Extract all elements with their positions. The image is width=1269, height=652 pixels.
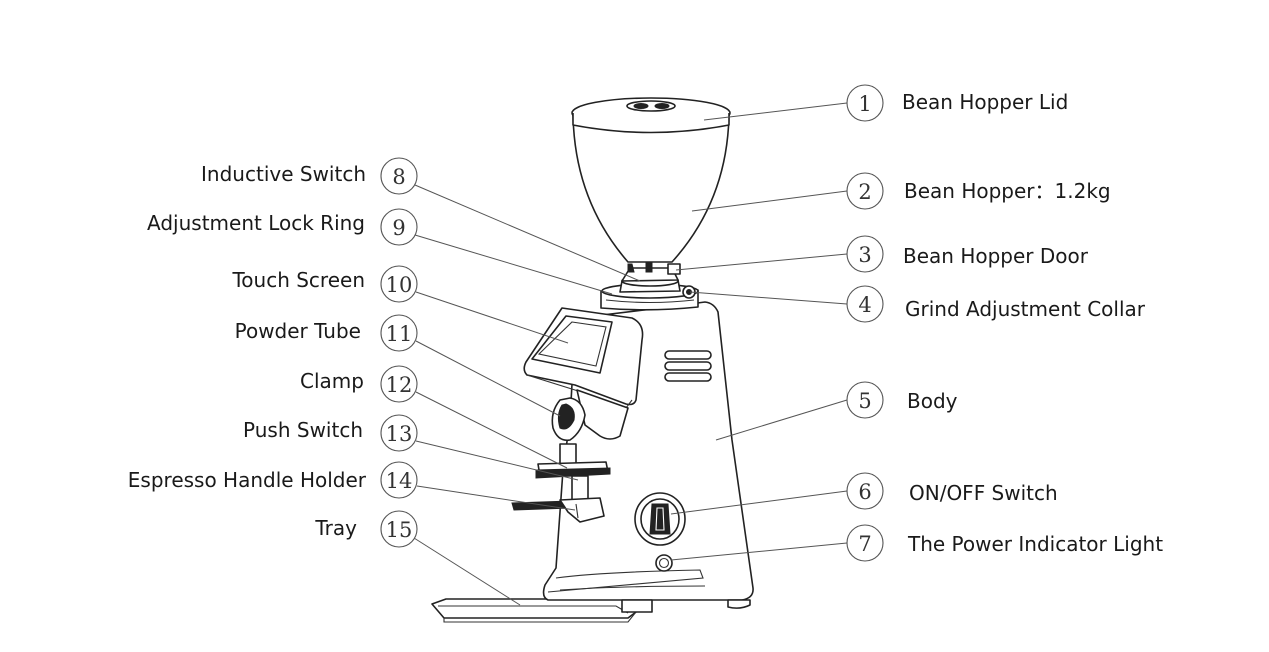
callout-number: 1 — [858, 92, 871, 116]
powder-tube-drawing — [551, 397, 586, 442]
callout-14: 14 Espresso Handle Holder — [128, 461, 576, 511]
callout-3: 3 Bean Hopper Door — [675, 235, 1089, 273]
callout-number-circle — [380, 414, 418, 452]
callout-6: 6 ON/OFF Switch — [670, 472, 1058, 515]
callout-13: 13 Push Switch — [243, 414, 579, 481]
screen-head-drawing — [523, 307, 644, 440]
callout-number: 12 — [386, 373, 413, 397]
callout-number-circle — [380, 314, 418, 352]
part-label: Inductive Switch — [201, 162, 366, 186]
callout-number: 14 — [386, 469, 413, 493]
callout-7: 7 The Power Indicator Light — [670, 524, 1163, 562]
hopper-drawing — [571, 97, 731, 263]
callout-number: 9 — [392, 216, 405, 240]
callout-number: 3 — [858, 243, 871, 267]
callout-number-circle — [846, 84, 884, 122]
part-label: Body — [907, 389, 958, 413]
callout-number: 11 — [386, 322, 413, 346]
callout-number: 13 — [386, 422, 413, 446]
callout-number-circle — [846, 172, 884, 210]
callout-number-circle — [380, 510, 418, 548]
callout-number-circle — [380, 208, 418, 246]
callout-number-circle — [380, 157, 418, 195]
callout-9: 9 Adjustment Lock Ring — [147, 208, 613, 295]
part-label: Bean Hopper：1.2kg — [904, 179, 1111, 203]
callout-number-circle — [846, 235, 884, 273]
part-label: The Power Indicator Light — [907, 532, 1163, 556]
callout-2: 2 Bean Hopper：1.2kg — [691, 172, 1111, 212]
part-label: Espresso Handle Holder — [128, 468, 367, 492]
callout-5: 5 Body — [715, 381, 958, 441]
callout-4: 4 Grind Adjustment Collar — [689, 285, 1146, 323]
callout-10: 10 Touch Screen — [231, 265, 569, 344]
tray-drawing — [431, 598, 637, 623]
callout-number-circle — [846, 285, 884, 323]
part-label: Bean Hopper Door — [903, 244, 1089, 268]
part-label: Clamp — [300, 369, 364, 393]
callout-number-circle — [846, 381, 884, 419]
callout-number: 7 — [858, 532, 871, 556]
callout-number-circle — [380, 365, 418, 403]
callout-number-circle — [380, 461, 418, 499]
callout-number: 6 — [858, 480, 871, 504]
callout-number: 8 — [392, 165, 405, 189]
part-label: Push Switch — [243, 418, 363, 442]
callout-12: 12 Clamp — [300, 365, 568, 469]
collar-drawing — [600, 261, 699, 311]
holder-drawing — [511, 443, 611, 523]
callout-number: 2 — [858, 180, 871, 204]
part-label: Bean Hopper Lid — [902, 90, 1068, 114]
callout-11: 11 Powder Tube — [235, 314, 561, 417]
callout-15: 15 Tray — [314, 510, 521, 606]
callout-number: 15 — [386, 518, 413, 542]
callout-number-circle — [380, 265, 418, 303]
callout-1: 1 Bean Hopper Lid — [703, 84, 1068, 122]
callout-number-circle — [846, 472, 884, 510]
callout-number: 4 — [858, 293, 871, 317]
grinder-illustration — [431, 97, 754, 623]
part-label: Powder Tube — [235, 319, 361, 343]
callout-number: 10 — [386, 273, 413, 297]
callout-8: 8 Inductive Switch — [201, 157, 641, 282]
callout-number: 5 — [858, 389, 871, 413]
part-label: Adjustment Lock Ring — [147, 211, 365, 235]
part-label: Touch Screen — [231, 268, 365, 292]
part-label: ON/OFF Switch — [909, 481, 1058, 505]
callout-number-circle — [846, 524, 884, 562]
callouts: 1 Bean Hopper Lid 2 Bean Hopper：1.2kg 3 … — [128, 84, 1163, 606]
part-label: Tray — [314, 516, 357, 540]
part-label: Grind Adjustment Collar — [905, 297, 1146, 321]
